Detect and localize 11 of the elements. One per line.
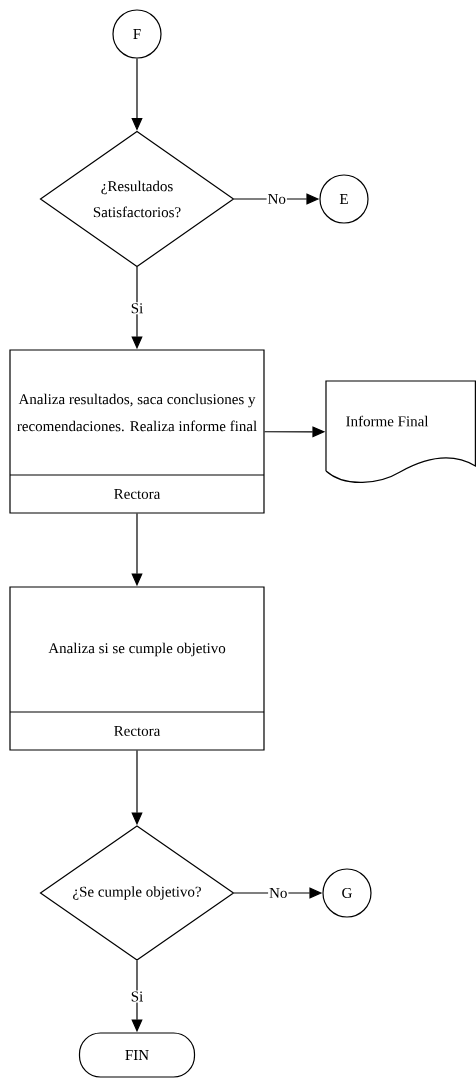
edge-label: Si: [129, 990, 145, 1003]
edge-label: No: [266, 193, 287, 205]
process-box: [9, 586, 265, 751]
process-text: Analiza resultados, saca conclusiones y recomendaciones. Realiza informe final: [17, 393, 257, 432]
role-label: Rectora: [114, 489, 161, 499]
role-label: Rectora: [114, 726, 161, 736]
process-box: [9, 349, 265, 514]
edge-label: No: [268, 887, 289, 899]
process-text: Analiza si se cumple objetivo: [48, 642, 226, 657]
document-shape: Informe Final: [325, 380, 476, 483]
edge-label: Si: [129, 302, 145, 315]
